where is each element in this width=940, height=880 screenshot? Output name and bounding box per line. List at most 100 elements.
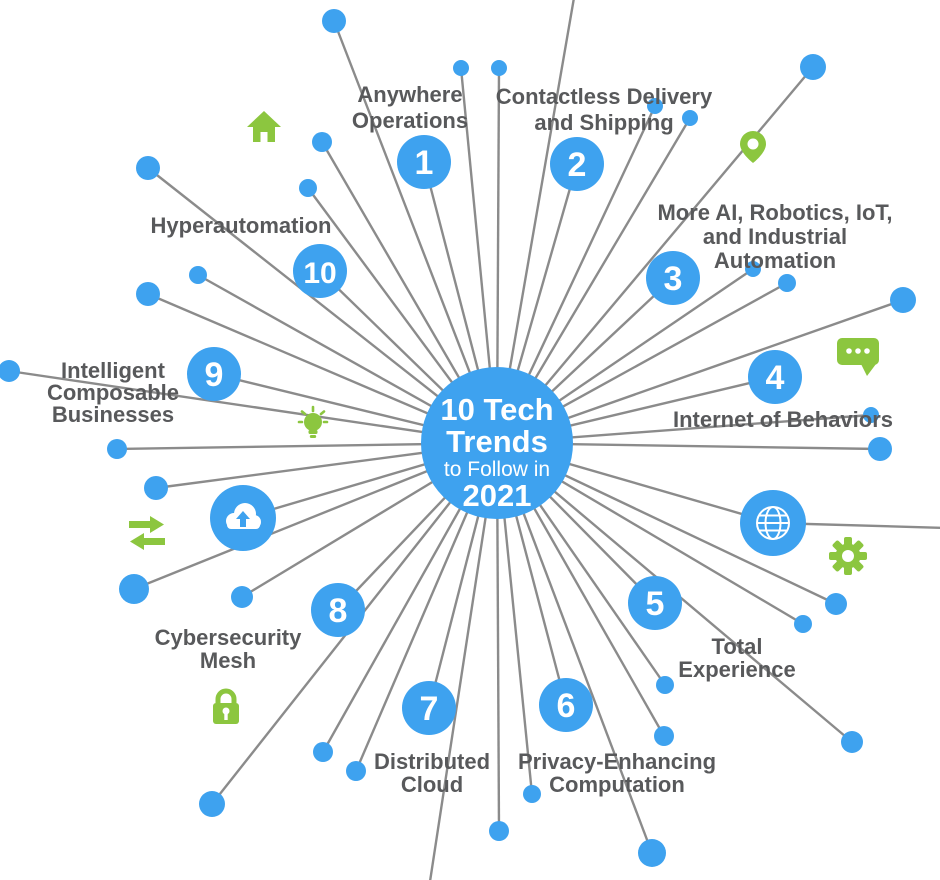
chat-bubble-icon bbox=[837, 338, 879, 376]
trend-number-1: 1 bbox=[415, 144, 434, 182]
trend-number-7: 7 bbox=[420, 690, 439, 728]
trend-circle-9 bbox=[187, 347, 241, 401]
trend-circle-5 bbox=[628, 576, 682, 630]
trend-circle-7 bbox=[402, 681, 456, 735]
dot bbox=[491, 60, 507, 76]
dot bbox=[136, 156, 160, 180]
trend-label-5: Experience bbox=[678, 657, 795, 682]
trend-label-9: Composable bbox=[47, 380, 179, 405]
trend-number-2: 2 bbox=[568, 146, 587, 184]
trend-label-10: Hyperautomation bbox=[151, 213, 332, 238]
swap-arrows-icon bbox=[129, 516, 165, 550]
dot bbox=[841, 731, 863, 753]
trend-number-5: 5 bbox=[646, 585, 665, 623]
green-icons bbox=[129, 111, 879, 724]
dot bbox=[794, 615, 812, 633]
trend-node-3: 3 More AI, Robotics, IoT,and IndustrialAu… bbox=[646, 200, 893, 305]
gear-icon bbox=[829, 537, 867, 575]
trend-number-8: 8 bbox=[329, 592, 348, 630]
dot bbox=[890, 287, 916, 313]
dot bbox=[654, 726, 674, 746]
dot bbox=[647, 98, 663, 114]
trend-number-6: 6 bbox=[557, 687, 576, 725]
trend-label-8: Mesh bbox=[200, 648, 256, 673]
center-title-line: 10 Tech bbox=[440, 392, 553, 427]
trend-label-3: and Industrial bbox=[703, 224, 847, 249]
trend-label-9: Intelligent bbox=[61, 358, 166, 383]
center-title-line: to Follow in bbox=[444, 458, 550, 481]
trend-label-4: Internet of Behaviors bbox=[673, 407, 893, 432]
dot bbox=[453, 60, 469, 76]
dot bbox=[778, 274, 796, 292]
cloud-upload-icon bbox=[226, 503, 261, 529]
trend-label-5: Total bbox=[712, 634, 763, 659]
trend-label-2: Contactless Delivery bbox=[496, 84, 713, 109]
lightbulb-icon bbox=[297, 405, 329, 438]
trend-number-10: 10 bbox=[303, 257, 336, 290]
dot bbox=[189, 266, 207, 284]
trend-number-4: 4 bbox=[766, 359, 785, 397]
dot bbox=[299, 179, 317, 197]
dot bbox=[868, 437, 892, 461]
dot bbox=[119, 574, 149, 604]
trend-label-6: Privacy-Enhancing bbox=[518, 749, 716, 774]
location-pin-icon bbox=[740, 131, 766, 163]
globe-icon bbox=[756, 506, 790, 540]
edge-spoke-line bbox=[495, 0, 575, 444]
lock-icon bbox=[213, 688, 239, 724]
trend-label-6: Computation bbox=[549, 772, 685, 797]
trend-circle-2 bbox=[550, 137, 604, 191]
dot bbox=[313, 742, 333, 762]
trend-label-9: Businesses bbox=[52, 402, 174, 427]
dot bbox=[136, 282, 160, 306]
dot bbox=[0, 360, 20, 382]
dot bbox=[489, 821, 509, 841]
trend-circle-1 bbox=[397, 135, 451, 189]
trend-circle-4 bbox=[748, 350, 802, 404]
trend-circle-10 bbox=[293, 244, 347, 298]
trend-number-9: 9 bbox=[205, 356, 224, 394]
trend-label-1: Anywhere bbox=[357, 82, 462, 107]
endpoint-dots bbox=[0, 9, 916, 867]
trend-label-8: Cybersecurity bbox=[155, 625, 303, 650]
dot bbox=[312, 132, 332, 152]
spoke-line bbox=[8, 369, 498, 445]
dot bbox=[107, 439, 127, 459]
trend-label-3: Automation bbox=[714, 248, 836, 273]
trend-number-3: 3 bbox=[664, 260, 683, 298]
trend-label-7: Cloud bbox=[401, 772, 463, 797]
dot bbox=[825, 593, 847, 615]
trend-label-7: Distributed bbox=[374, 749, 490, 774]
center-title-line: Trends bbox=[446, 424, 548, 459]
dot bbox=[863, 407, 879, 423]
dot bbox=[638, 839, 666, 867]
trend-label-2: and Shipping bbox=[534, 110, 673, 135]
dot bbox=[322, 9, 346, 33]
dot bbox=[745, 261, 761, 277]
dot bbox=[144, 476, 168, 500]
cloud-upload-icon-circle bbox=[210, 485, 276, 551]
trend-circle-3 bbox=[646, 251, 700, 305]
spoke-line bbox=[496, 66, 814, 444]
center-circle bbox=[421, 367, 573, 519]
feature-icon-circles bbox=[210, 485, 806, 556]
dot bbox=[523, 785, 541, 803]
center-title-line: 2021 bbox=[463, 478, 532, 513]
trend-circle-6 bbox=[539, 678, 593, 732]
trend-label-3: More AI, Robotics, IoT, bbox=[657, 200, 892, 225]
dot bbox=[346, 761, 366, 781]
trend-circle-8 bbox=[311, 583, 365, 637]
dot bbox=[682, 110, 698, 126]
